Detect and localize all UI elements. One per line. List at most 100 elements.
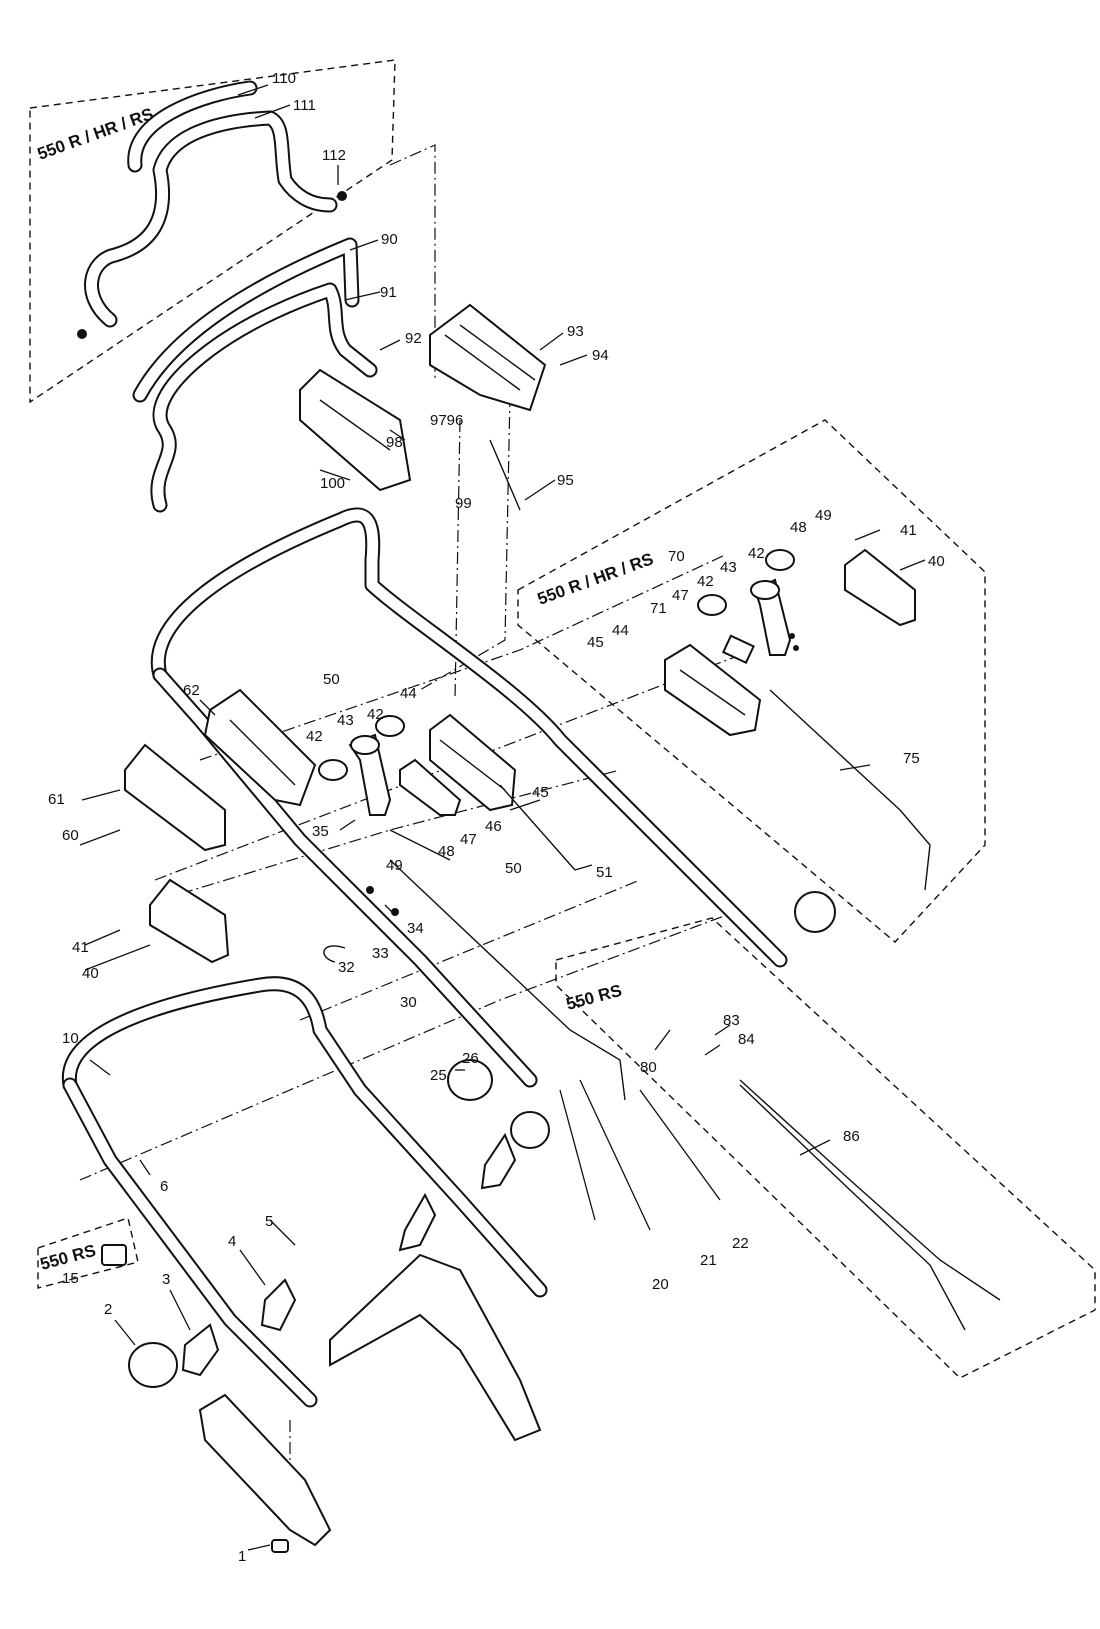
part-label: 6 [160,1178,168,1195]
part-label: 62 [183,682,200,699]
part-label: 20 [652,1276,669,1293]
part-label: 112 [322,147,346,164]
clamp-right-a [398,1192,437,1252]
clamp-right-b [480,1132,517,1190]
clip-71 [721,634,755,664]
part-label: 111 [293,97,316,114]
part-label: 93 [567,323,584,340]
sleeve-15 [101,1244,127,1266]
lever-unit-44 [429,713,517,812]
group-outline-right [517,419,986,943]
group-outline-rs-small [37,1217,139,1289]
part-label: 10 [62,1030,79,1047]
group-outline-top-left [29,59,396,404]
lever-unit-44-right [664,643,762,737]
cables [389,439,1001,1331]
part-label: 42 [748,545,765,562]
lever-43-left [348,733,392,816]
part-label: 44 [400,685,417,702]
control-housing-93 [429,303,547,412]
part-label: 91 [380,284,397,301]
part-label: 42 [306,728,323,745]
part-label: 95 [557,472,574,489]
grass-bag-bar [84,80,338,328]
leader-lines [79,84,926,1551]
part-label: 90 [381,231,398,248]
knob-42-left-a [318,759,348,781]
part-label: 51 [596,864,613,881]
control-housing-62 [203,688,317,807]
cover-40-right [844,548,916,627]
cover-40-left [149,878,230,964]
knob-42-right-a [697,594,727,616]
part-label: 43 [337,712,354,729]
part-label: 15 [62,1270,79,1287]
part-label: 47 [460,831,477,848]
knob-2 [128,1342,178,1388]
clamp-4 [260,1278,297,1332]
assembly-lines [79,144,741,1521]
part-label: 42 [697,573,714,590]
bracket-46 [399,758,462,816]
part-label: 42 [367,706,384,723]
hook-32 [323,945,346,963]
part-label: 22 [732,1235,749,1252]
clamp-3 [181,1323,220,1377]
fasteners [77,191,799,916]
part-label: 32 [338,959,355,976]
part-label: 86 [843,1128,860,1145]
part-label: 9796 [430,412,463,429]
part-label: 33 [372,945,389,962]
upper-handle-bar [150,507,788,1088]
part-label: 2 [104,1301,112,1318]
knob-42-right-b [765,549,795,571]
knob-middle [510,1111,550,1149]
part-label: 99 [455,495,472,512]
knob-42-left-b [375,715,405,737]
part-label: 100 [320,475,345,492]
part-label: 50 [323,671,340,688]
part-label: 50 [505,860,522,877]
part-label: 21 [700,1252,717,1269]
part-label: 26 [462,1050,479,1067]
part-label: 80 [640,1059,657,1076]
group-label-right: 550 R / HR / RS [535,549,656,609]
part-label: 41 [900,522,917,539]
part-label: 98 [386,434,403,451]
part-label: 84 [738,1031,755,1048]
lower-handle-bar [61,976,548,1408]
part-label: 45 [587,634,604,651]
part-label: 40 [82,965,99,982]
part-labels: 110 111 112 90 91 92 93 94 9796 98 100 9… [48,70,945,1565]
part-label: 41 [72,939,89,956]
part-label: 92 [405,330,422,347]
part-label: 43 [720,559,737,576]
part-label: 45 [532,784,549,801]
pin-1 [271,1539,289,1553]
upper-bars-90-91 [132,237,378,513]
part-label: 4 [228,1233,236,1250]
knob-right-upper [794,891,836,933]
part-label: 71 [650,600,667,617]
part-label: 34 [407,920,424,937]
part-label: 94 [592,347,609,364]
part-label: 70 [668,548,685,565]
part-label: 49 [386,857,403,874]
part-label: 48 [790,519,807,536]
part-label: 40 [928,553,945,570]
bracket-99 [299,368,412,492]
part-label: 75 [903,750,920,767]
group-label-rs-mid: 550 RS [564,981,624,1014]
part-label: 5 [265,1213,273,1230]
mower-frame [198,1253,542,1547]
lever-43-right [750,578,792,656]
part-label: 48 [438,843,455,860]
part-label: 83 [723,1012,740,1029]
part-label: 44 [612,622,629,639]
part-label: 61 [48,791,65,808]
part-label: 46 [485,818,502,835]
part-label: 60 [62,827,79,844]
part-label: 35 [312,823,329,840]
part-label: 30 [400,994,417,1011]
part-label: 49 [815,507,832,524]
